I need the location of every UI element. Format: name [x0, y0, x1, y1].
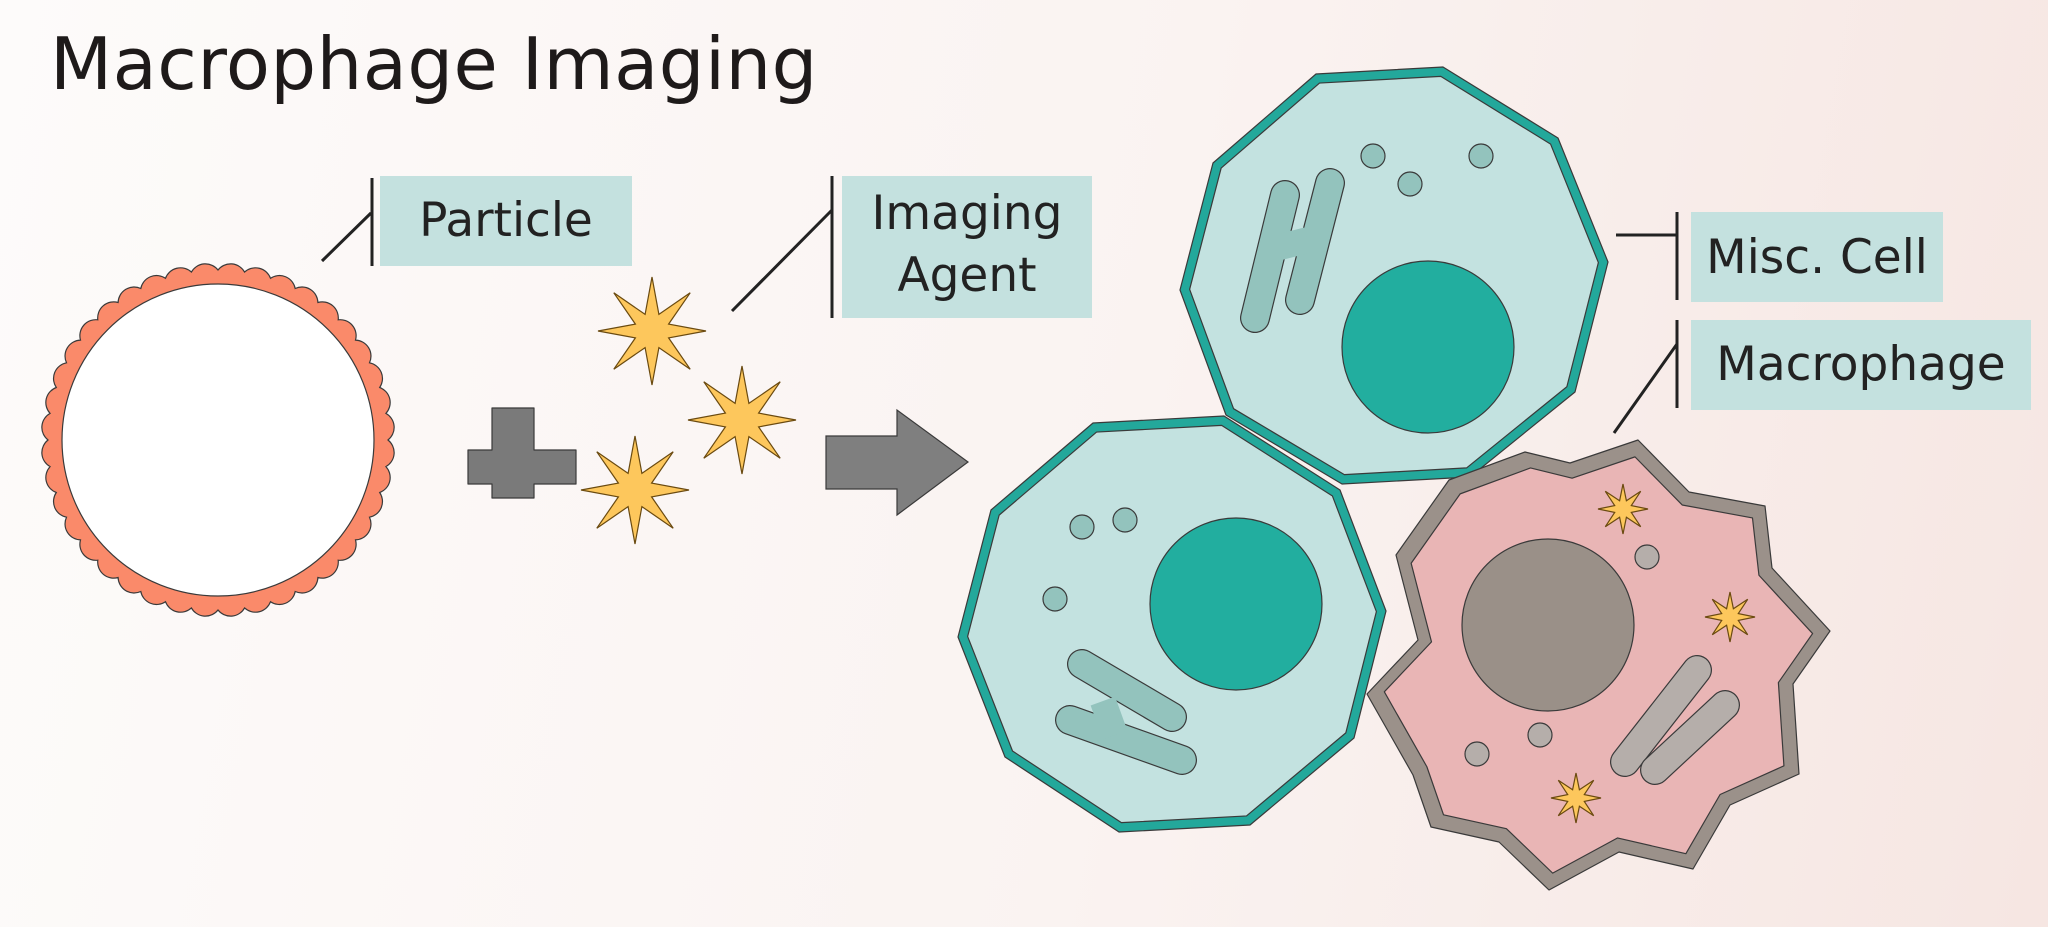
- misc-cell-bottom: [957, 415, 1387, 833]
- misc-cell-top-golgi: [1240, 168, 1345, 333]
- misc-cell-top-nucleus: [1341, 260, 1515, 434]
- label-macrophage: Macrophage: [1612, 320, 2031, 434]
- misc-cell-bottom-vesicle: [1042, 586, 1068, 612]
- label-particle: Particle: [320, 176, 632, 266]
- misc-cell-bottom-vesicle: [1112, 507, 1138, 533]
- particle-graphic: [41, 263, 395, 617]
- misc-cell-bottom-nucleus: [1149, 517, 1323, 691]
- misc-cell-top-vesicle: [1397, 171, 1423, 197]
- macrophage-vesicle: [1634, 544, 1660, 570]
- reaction-arrow-icon: [825, 408, 970, 517]
- macrophage-cell: [1366, 439, 1831, 891]
- imaging-agent-star-icon: [687, 365, 797, 475]
- label-misc-cell: Misc. Cell: [1616, 212, 1943, 302]
- misc-cell-top: [1179, 66, 1609, 485]
- particle-interior: [61, 283, 375, 597]
- imaging-agent-label-box: [842, 176, 1092, 318]
- imaging-agent-leader-line: [730, 208, 834, 313]
- particle-leader-line: [320, 211, 373, 263]
- macrophage-star-icon: [1704, 591, 1756, 643]
- imaging-agent-star-icon: [597, 276, 707, 386]
- particle-label-box: [380, 176, 632, 266]
- macrophage-label-box: [1691, 320, 2031, 410]
- misc-cell-bottom-vesicle: [1069, 514, 1095, 540]
- misc-cell-label-box: [1691, 212, 1943, 302]
- macrophage-vesicle: [1527, 722, 1553, 748]
- particle-label-text: Particle: [419, 193, 593, 248]
- misc-cell-top-vesicle: [1360, 143, 1386, 169]
- plus-operator-icon: [467, 407, 577, 499]
- label-imaging-agent: Imaging Agent: [730, 176, 1092, 318]
- imaging-agent-label-line2: Agent: [897, 248, 1036, 303]
- imaging-agent-label-line1: Imaging: [872, 186, 1063, 241]
- macrophage-star-icon: [1597, 483, 1649, 535]
- imaging-agent-star-icon: [580, 435, 690, 545]
- macrophage-internalized-agents: [1550, 483, 1756, 824]
- misc-cell-top-vesicle: [1468, 143, 1494, 169]
- macrophage-star-icon: [1550, 772, 1602, 824]
- diagram-title: Macrophage Imaging: [50, 22, 818, 106]
- macrophage-label-text: Macrophage: [1716, 337, 2005, 392]
- macrophage-leader-line: [1612, 343, 1679, 434]
- imaging-agent-stars: [580, 276, 797, 545]
- macrophage-nucleus: [1461, 538, 1635, 712]
- macrophage-golgi: [1610, 655, 1740, 785]
- macrophage-vesicle: [1464, 741, 1490, 767]
- misc-cell-bottom-golgi: [1055, 649, 1197, 775]
- misc-cell-label-text: Misc. Cell: [1706, 230, 1928, 285]
